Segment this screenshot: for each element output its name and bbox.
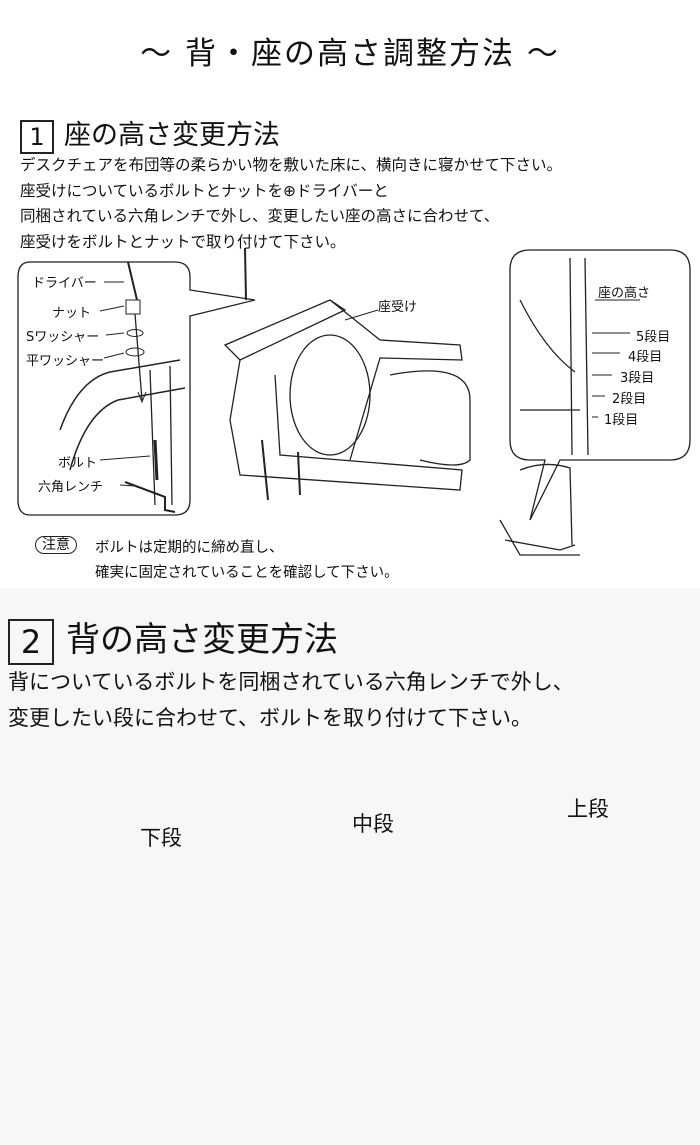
page-title: ～ 背・座の高さ調整方法 ～ <box>140 36 560 72</box>
section1-line-3: 同梱されている六角レンチで外し、変更したい座の高さに合わせて、 <box>20 207 500 225</box>
section1-title: 座の高さ変更方法 <box>64 120 280 151</box>
section1-line-4: 座受けをボルトとナットで取り付けて下さい。 <box>20 233 346 251</box>
section2-title: 背の高さ変更方法 <box>66 620 338 660</box>
label-flat-washer: 平ワッシャー <box>26 354 105 369</box>
label-nut: ナット <box>52 306 92 321</box>
seat-level-3: 3段目 <box>620 371 655 386</box>
section1-line-1: デスクチェアを布団等の柔らかい物を敷いた床に、横向きに寝かせて下さい。 <box>20 156 563 174</box>
section1-line-2: 座受けについているボルトとナットを⊕ドライバーと <box>20 182 389 200</box>
label-hex-wrench: 六角レンチ <box>38 480 104 495</box>
label-driver: ドライバー <box>32 276 97 291</box>
seat-level-4: 4段目 <box>628 350 663 365</box>
section2-heading: 2 背の高さ変更方法 <box>8 612 338 665</box>
level-low-label: 下段 <box>140 826 182 850</box>
section2-line-1: 背についているボルトを同梱されている六角レンチで外し、 <box>8 670 574 694</box>
section1-heading: 1 座の高さ変更方法 <box>20 113 280 154</box>
section2-line-2: 変更したい段に合わせて、ボルトを取り付けて下さい。 <box>8 706 532 730</box>
label-bolt: ボルト <box>58 456 98 471</box>
label-s-washer: Sワッシャー <box>26 330 100 345</box>
seat-level-5: 5段目 <box>636 330 671 345</box>
note-line-2: 確実に固定されていることを確認して下さい。 <box>95 565 399 581</box>
seat-level-1: 1段目 <box>604 413 639 428</box>
seat-level-2: 2段目 <box>612 392 647 407</box>
section2-background <box>0 588 700 1145</box>
section1-number: 1 <box>20 119 54 154</box>
note-badge: 注意 <box>35 534 77 554</box>
note-line-1: ボルトは定期的に締め直し、 <box>95 540 284 556</box>
level-high-label: 上段 <box>567 797 609 821</box>
seat-height-title: 座の高さ <box>598 286 651 301</box>
level-mid-label: 中段 <box>352 812 394 836</box>
section2-number: 2 <box>8 618 54 665</box>
label-seat-holder: 座受け <box>378 300 418 315</box>
